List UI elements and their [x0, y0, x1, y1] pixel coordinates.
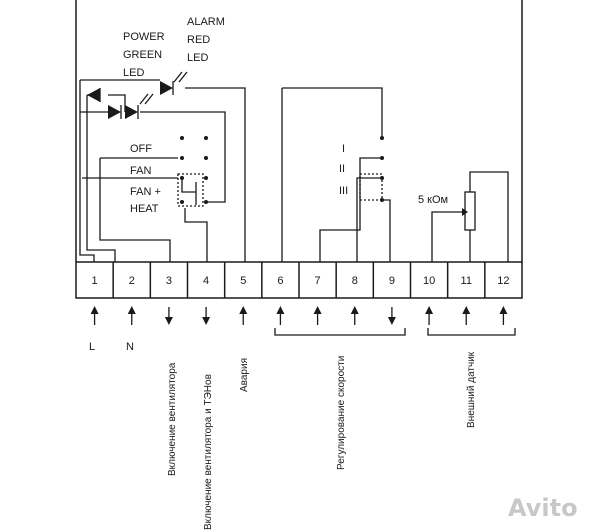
- mode-off-label: OFF: [130, 143, 152, 155]
- mode-switch-frame: [177, 173, 204, 207]
- power-led-label-1: POWER: [123, 31, 165, 43]
- power-led-label-3: LED: [123, 67, 144, 79]
- speed-switch: I II III: [281, 87, 391, 262]
- arrow-up-icon: [462, 306, 471, 325]
- contact-dot: [380, 198, 384, 202]
- wire-sensor-11-12: [469, 171, 509, 262]
- arrow-down-icon: [387, 307, 396, 325]
- wire-fan: [99, 157, 178, 262]
- wire-alarm-out: [185, 87, 246, 262]
- power-led-diode: [125, 105, 138, 119]
- contact-dot: [380, 156, 384, 160]
- alarm-led-label-2: RED: [187, 34, 210, 46]
- label-alarm: Авария: [239, 358, 250, 392]
- terminal-number: 1: [92, 275, 98, 287]
- speed-3-label: III: [339, 185, 348, 197]
- terminal-number: 12: [497, 275, 509, 287]
- arrow-up-icon: [276, 306, 285, 325]
- led-emission-arrows: [139, 71, 188, 105]
- label-fan-heat-on: Включение вентилятора и ТЭНов: [203, 374, 214, 530]
- speed-2-label: II: [339, 163, 345, 175]
- contact-dot: [180, 200, 184, 204]
- arrow-up-icon: [90, 306, 99, 325]
- contact-dot: [204, 156, 208, 160]
- terminal-number: 9: [389, 275, 395, 287]
- label-n: N: [126, 341, 134, 353]
- terminal-number: 7: [315, 275, 321, 287]
- label-l: L: [89, 341, 95, 353]
- diode-series: [108, 105, 121, 119]
- terminal-number: 5: [240, 275, 246, 287]
- contact-dot: [204, 176, 208, 180]
- contact-dot: [380, 136, 384, 140]
- terminal-number: 8: [352, 275, 358, 287]
- wire-speed-8: [356, 177, 382, 262]
- terminal-number: 6: [277, 275, 283, 287]
- label-external-sensor: Внешний датчик: [466, 351, 477, 428]
- device-enclosure: [75, 0, 523, 262]
- wire-power-led: [140, 111, 226, 203]
- led-group: POWER GREEN LED ALARM RED LED: [79, 16, 246, 262]
- mode-fan-label: FAN: [130, 165, 151, 177]
- arrow-up-icon: [127, 306, 136, 325]
- terminal-number: 10: [423, 275, 435, 287]
- mode-switch-contacts: [181, 176, 197, 205]
- sensor-bracket: [427, 328, 516, 336]
- speed-control-bracket: [274, 328, 406, 336]
- label-fan-on: Включение вентилятора: [167, 362, 178, 476]
- wire-n: [86, 95, 116, 262]
- terminal-number: 2: [129, 275, 135, 287]
- wire-speed-common: [281, 87, 383, 262]
- resistor-wiper-arrow: [462, 208, 468, 216]
- wire-fan-heat: [184, 208, 208, 262]
- wire-led-feed: [80, 79, 160, 113]
- wire-sensor-10: [431, 211, 462, 262]
- contact-dot: [180, 136, 184, 140]
- mode-switch: OFF FAN FAN + HEAT: [82, 136, 208, 262]
- terminal-number: 4: [203, 275, 209, 287]
- arrow-up-icon: [239, 306, 248, 325]
- contact-dot: [380, 176, 384, 180]
- alarm-led-diode: [160, 81, 173, 95]
- arrow-up-icon: [350, 306, 359, 325]
- diode-main: [87, 88, 100, 102]
- wire-speed-7: [319, 157, 382, 262]
- arrow-down-icon: [164, 307, 173, 325]
- contact-dot: [204, 200, 208, 204]
- mode-fanheat-label-2: HEAT: [130, 203, 159, 215]
- watermark: Avito: [508, 494, 578, 522]
- resistor-label: 5 кОм: [418, 194, 448, 206]
- terminal-number: 11: [461, 275, 472, 287]
- arrow-up-icon: [425, 306, 434, 325]
- arrow-up-icon: [313, 306, 322, 325]
- arrow-up-icon: [499, 306, 508, 325]
- external-sensor-circuit: 5 кОм: [418, 171, 509, 262]
- contact-dot: [204, 136, 208, 140]
- contact-dot: [180, 156, 184, 160]
- mode-fanheat-label-1: FAN +: [130, 186, 161, 198]
- alarm-led-label-1: ALARM: [187, 16, 225, 28]
- wire-l-common: [79, 80, 95, 262]
- label-speed-control: Регулирование скорости: [336, 356, 347, 470]
- contact-dot: [180, 176, 184, 180]
- alarm-led-label-3: LED: [187, 52, 208, 64]
- power-led-label-2: GREEN: [123, 49, 162, 61]
- wire-speed-9: [382, 199, 391, 262]
- speed-1-label: I: [342, 143, 345, 155]
- terminal-number: 3: [166, 275, 172, 287]
- arrow-down-icon: [202, 307, 211, 325]
